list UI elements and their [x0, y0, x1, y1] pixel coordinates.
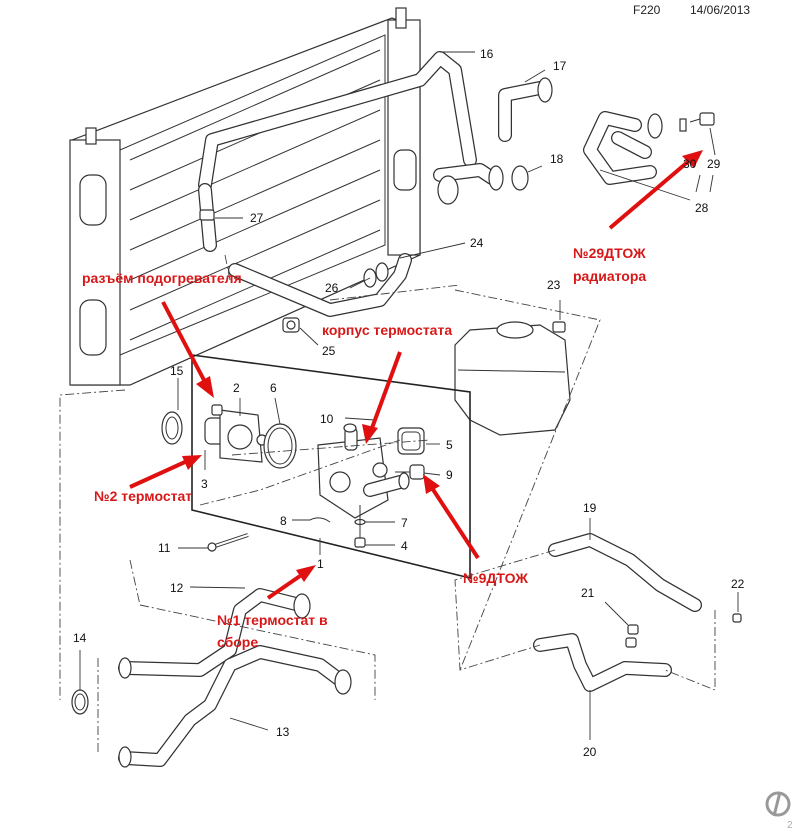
clamp-14 [71, 689, 89, 715]
callout-4: 4 [401, 539, 408, 553]
callout-8: 8 [280, 514, 287, 528]
callout-6: 6 [270, 381, 277, 395]
coolant-reservoir [454, 321, 571, 436]
callout-2: 2 [233, 381, 240, 395]
nut-4 [354, 537, 366, 548]
callout-1: 1 [317, 557, 324, 571]
clamp-18 [511, 165, 543, 191]
callout-10: 10 [320, 412, 334, 426]
callout-20: 20 [583, 745, 597, 759]
callout-23: 23 [547, 278, 561, 292]
callout-29: 29 [707, 157, 721, 171]
callout-24: 24 [470, 236, 484, 250]
corner-mark: 2 [787, 820, 793, 831]
callout-15: 15 [170, 364, 184, 378]
connector-25 [282, 317, 300, 333]
hose-20 [533, 633, 672, 692]
hose-19 [548, 533, 702, 612]
callout-18: 18 [550, 152, 564, 166]
callout-26: 26 [325, 281, 339, 295]
brand-logo-icon [765, 791, 791, 817]
callout-5: 5 [446, 438, 453, 452]
annotation-sensor-29-line1: №29ДТОЖ [573, 245, 646, 261]
clip-21b [625, 637, 637, 648]
annotation-arrows [129, 150, 703, 600]
callout-28: 28 [695, 201, 709, 215]
hose-13 [118, 645, 352, 768]
clip-22 [732, 613, 742, 623]
hose-16 [198, 51, 477, 252]
diagram-date: 14/06/2013 [690, 3, 751, 17]
annotation-thermostat-assembly-line1: №1 термостат в [217, 612, 328, 628]
callout-17: 17 [553, 59, 567, 73]
bolt-11 [207, 533, 249, 552]
hose-17 [498, 77, 553, 142]
assembly-lines [59, 254, 716, 755]
annotation-heater-connector: разъём подогревателя [82, 270, 242, 286]
callout-19: 19 [583, 501, 597, 515]
clip-21 [627, 624, 639, 635]
callout-9: 9 [446, 468, 453, 482]
annotation-sensor-9: №9ДТОЖ [463, 570, 528, 586]
callout-12: 12 [170, 581, 184, 595]
diagram-code: F220 [633, 3, 661, 17]
thermostat-2 [204, 404, 268, 463]
callout-16: 16 [480, 47, 494, 61]
callout-25: 25 [322, 344, 336, 358]
callout-3: 3 [201, 477, 208, 491]
callout-21: 21 [581, 586, 595, 600]
clip-27 [199, 209, 215, 221]
hose-connector-16 [433, 163, 504, 205]
callout-11: 11 [158, 541, 171, 555]
annotation-sensor-29-line2: радиатора [573, 268, 647, 284]
annotation-thermostat-housing: корпус термостата [322, 322, 453, 338]
leader-lines [79, 51, 739, 740]
clamp-15 [161, 411, 183, 445]
callout-13: 13 [276, 725, 290, 739]
gasket-6 [263, 423, 297, 469]
hose-12 [118, 588, 311, 679]
callout-22: 22 [731, 577, 745, 591]
annotation-thermostat-assembly-line2: сборе [217, 634, 259, 650]
sensor-29 [679, 112, 715, 132]
clip-8 [309, 517, 331, 523]
thermostat-housing-10 [317, 423, 410, 519]
callout-27: 27 [250, 211, 264, 225]
annotation-thermostat-2: №2 термостат [94, 488, 193, 504]
hose-28 [583, 111, 663, 185]
sensor-9 [395, 464, 425, 480]
callout-14: 14 [73, 631, 87, 645]
callout-7: 7 [401, 516, 408, 530]
callout-30: 30 [683, 157, 697, 171]
